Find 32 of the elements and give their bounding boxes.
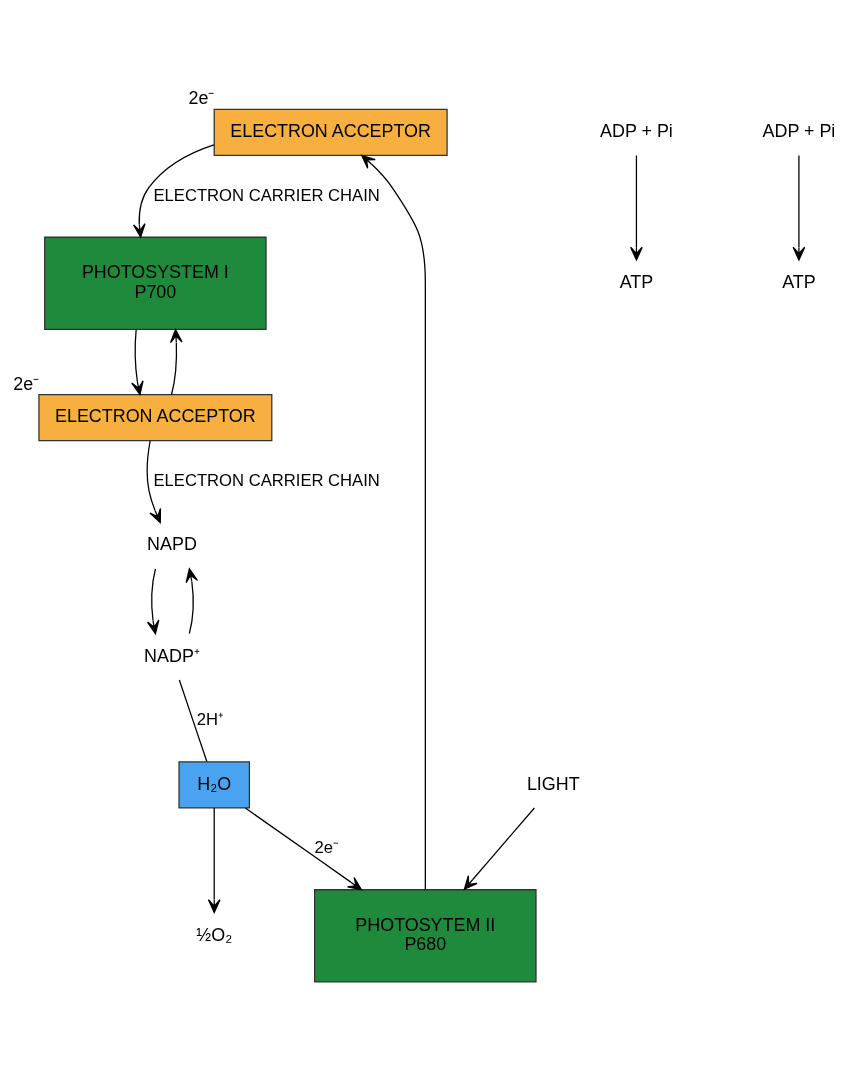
arrow <box>361 154 426 891</box>
node-text: NAPD <box>147 534 197 555</box>
node-label: 2e⁻ <box>13 373 40 394</box>
connector <box>178 679 208 763</box>
arrow <box>207 807 221 914</box>
edge-label: ELECTRON CARRIER CHAIN <box>153 470 380 490</box>
node-text: NADP⁺ <box>144 645 200 666</box>
arrow <box>792 154 806 261</box>
node-box: ELECTRON ACCEPTOR <box>38 394 273 442</box>
arrow <box>131 328 144 396</box>
edge-label: 2e⁻ <box>314 838 340 858</box>
node-box: PHOTOSYSTEM I P700 <box>44 236 267 330</box>
edge-label: ELECTRON CARRIER CHAIN <box>153 185 380 205</box>
arrow <box>244 807 362 891</box>
arrow <box>463 807 535 890</box>
arrow <box>630 154 643 261</box>
node-text: ATP <box>782 272 816 293</box>
node-box: PHOTOSYTEM II P680 <box>314 889 537 983</box>
edge-label: 2H⁺ <box>196 710 225 730</box>
arrow <box>132 144 215 238</box>
node-box: ELECTRON ACCEPTOR <box>213 108 448 156</box>
arrow <box>146 440 162 524</box>
node-text: ADP + Pi <box>762 121 836 142</box>
node-text: ATP <box>619 272 654 293</box>
arrow <box>185 568 199 635</box>
node-text: ½O₂ <box>196 924 233 945</box>
node-text: ADP + Pi <box>600 121 673 142</box>
node-box: H₂O <box>178 761 251 809</box>
arrow <box>169 328 183 396</box>
arrow <box>146 568 160 635</box>
node-label: 2e⁻ <box>188 88 215 109</box>
node-text: LIGHT <box>526 773 580 794</box>
